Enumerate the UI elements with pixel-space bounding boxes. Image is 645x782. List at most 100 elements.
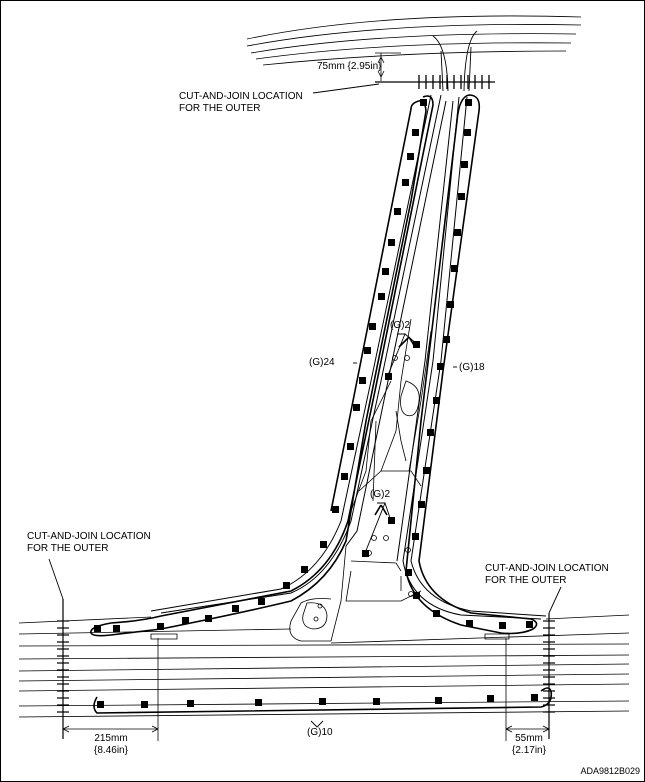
spot-welds-right-pillar — [405, 99, 533, 629]
spot-weld — [487, 695, 494, 702]
spot-welds-sill — [97, 694, 538, 708]
right-dimension-label: 55mm {2.17in} — [501, 733, 557, 757]
spot-weld — [364, 347, 371, 354]
left-dimension-mm: 215mm — [94, 733, 128, 744]
top-dimension-label: 75mm {2.95in} — [317, 61, 382, 72]
left-dimension-in: {8.46in} — [94, 745, 128, 756]
spot-weld — [451, 265, 458, 272]
top-cut-callout-line1: CUT-AND-JOIN LOCATION — [179, 91, 303, 102]
spot-weld — [499, 622, 506, 629]
spot-weld — [232, 605, 239, 612]
spot-weld — [319, 698, 326, 705]
inner-panel-lines — [289, 318, 432, 642]
spot-weld — [412, 129, 419, 136]
right-dimension-mm: 55mm — [515, 733, 543, 744]
pillar-left-edge — [150, 94, 447, 614]
spot-weld — [320, 541, 327, 548]
upper-inner-weld-group: (G)2 — [390, 320, 410, 331]
spot-weld — [359, 377, 366, 384]
spot-weld — [187, 700, 194, 707]
spot-weld — [443, 336, 450, 343]
spot-weld — [341, 473, 348, 480]
spot-weld — [373, 698, 380, 705]
top-dimension-marks — [375, 52, 401, 81]
left-cut-line — [57, 599, 69, 739]
figure-code: ADA9812B029 — [580, 766, 640, 776]
top-cut-line — [375, 75, 495, 89]
spot-weld — [141, 701, 148, 708]
spot-weld — [454, 229, 461, 236]
spot-weld — [394, 208, 401, 215]
weld-group-leaders — [310, 333, 457, 728]
spot-weld — [464, 129, 471, 136]
spot-weld — [531, 694, 538, 701]
left-cut-callout-line2: FOR THE OUTER — [27, 543, 109, 554]
lower-inner-weld-group: (G)2 — [370, 489, 390, 500]
spot-weld — [407, 153, 414, 160]
spot-weld — [283, 582, 290, 589]
spot-weld — [388, 239, 395, 246]
right-callout-leader — [548, 586, 562, 614]
top-cut-callout-line2: FOR THE OUTER — [179, 103, 261, 114]
spot-weld — [382, 268, 389, 275]
spot-weld — [353, 404, 360, 411]
spot-weld — [433, 397, 440, 404]
spot-weld — [362, 550, 369, 557]
spot-weld — [447, 301, 454, 308]
right-cut-callout-line2: FOR THE OUTER — [485, 575, 567, 586]
bottom-dimensions — [62, 638, 550, 741]
spot-weld — [465, 99, 472, 106]
spot-weld — [427, 429, 434, 436]
left-cut-callout: CUT-AND-JOIN LOCATION FOR THE OUTER — [27, 531, 151, 555]
spot-weld — [301, 566, 308, 573]
right-weld-loop — [405, 94, 538, 635]
panel-holes — [313, 355, 414, 622]
spot-weld — [205, 615, 212, 622]
spot-welds-inner — [362, 341, 420, 557]
spot-weld — [347, 443, 354, 450]
spot-weld — [458, 193, 465, 200]
right-cut-callout: CUT-AND-JOIN LOCATION FOR THE OUTER — [485, 563, 609, 587]
spot-weld — [433, 610, 440, 617]
spot-weld — [435, 697, 442, 704]
spot-weld — [412, 533, 419, 540]
spot-weld — [385, 373, 392, 380]
spot-weld — [423, 467, 430, 474]
spot-weld — [97, 701, 104, 708]
spot-weld — [466, 620, 473, 627]
left-pillar-weld-group: (G)24 — [309, 357, 335, 368]
spot-weld — [94, 625, 101, 632]
lower-inner-bracket — [374, 504, 388, 516]
top-callout-leader — [312, 83, 380, 94]
right-pillar-weld-group: (G)18 — [459, 362, 485, 373]
right-dimension-in: {2.17in} — [512, 745, 546, 756]
sill-weld-loop — [93, 687, 553, 714]
spot-weld — [420, 99, 427, 106]
sill-lines — [18, 614, 630, 718]
spot-weld — [418, 501, 425, 508]
top-cut-callout: CUT-AND-JOIN LOCATION FOR THE OUTER — [179, 91, 303, 115]
spot-weld — [413, 341, 420, 348]
spot-weld — [378, 293, 385, 300]
spot-weld — [437, 363, 444, 370]
spot-weld — [157, 623, 164, 630]
spot-weld — [113, 625, 120, 632]
spot-weld — [413, 592, 420, 599]
sill-weld-group: (G)10 — [307, 727, 333, 738]
roof-rail-lines — [246, 15, 582, 66]
left-callout-leader — [48, 558, 64, 600]
spot-weld — [402, 179, 409, 186]
spot-weld — [526, 621, 533, 628]
spot-weld — [405, 569, 412, 576]
spot-weld — [255, 699, 262, 706]
left-dimension-label: 215mm {8.46in} — [75, 733, 147, 757]
spot-weld — [369, 323, 376, 330]
left-cut-callout-line1: CUT-AND-JOIN LOCATION — [27, 531, 151, 542]
spot-weld — [388, 517, 395, 524]
spot-weld — [258, 598, 265, 605]
right-cut-callout-line1: CUT-AND-JOIN LOCATION — [485, 563, 609, 574]
weld-group-outlines — [90, 94, 553, 714]
spot-welds-left-pillar — [94, 99, 427, 632]
